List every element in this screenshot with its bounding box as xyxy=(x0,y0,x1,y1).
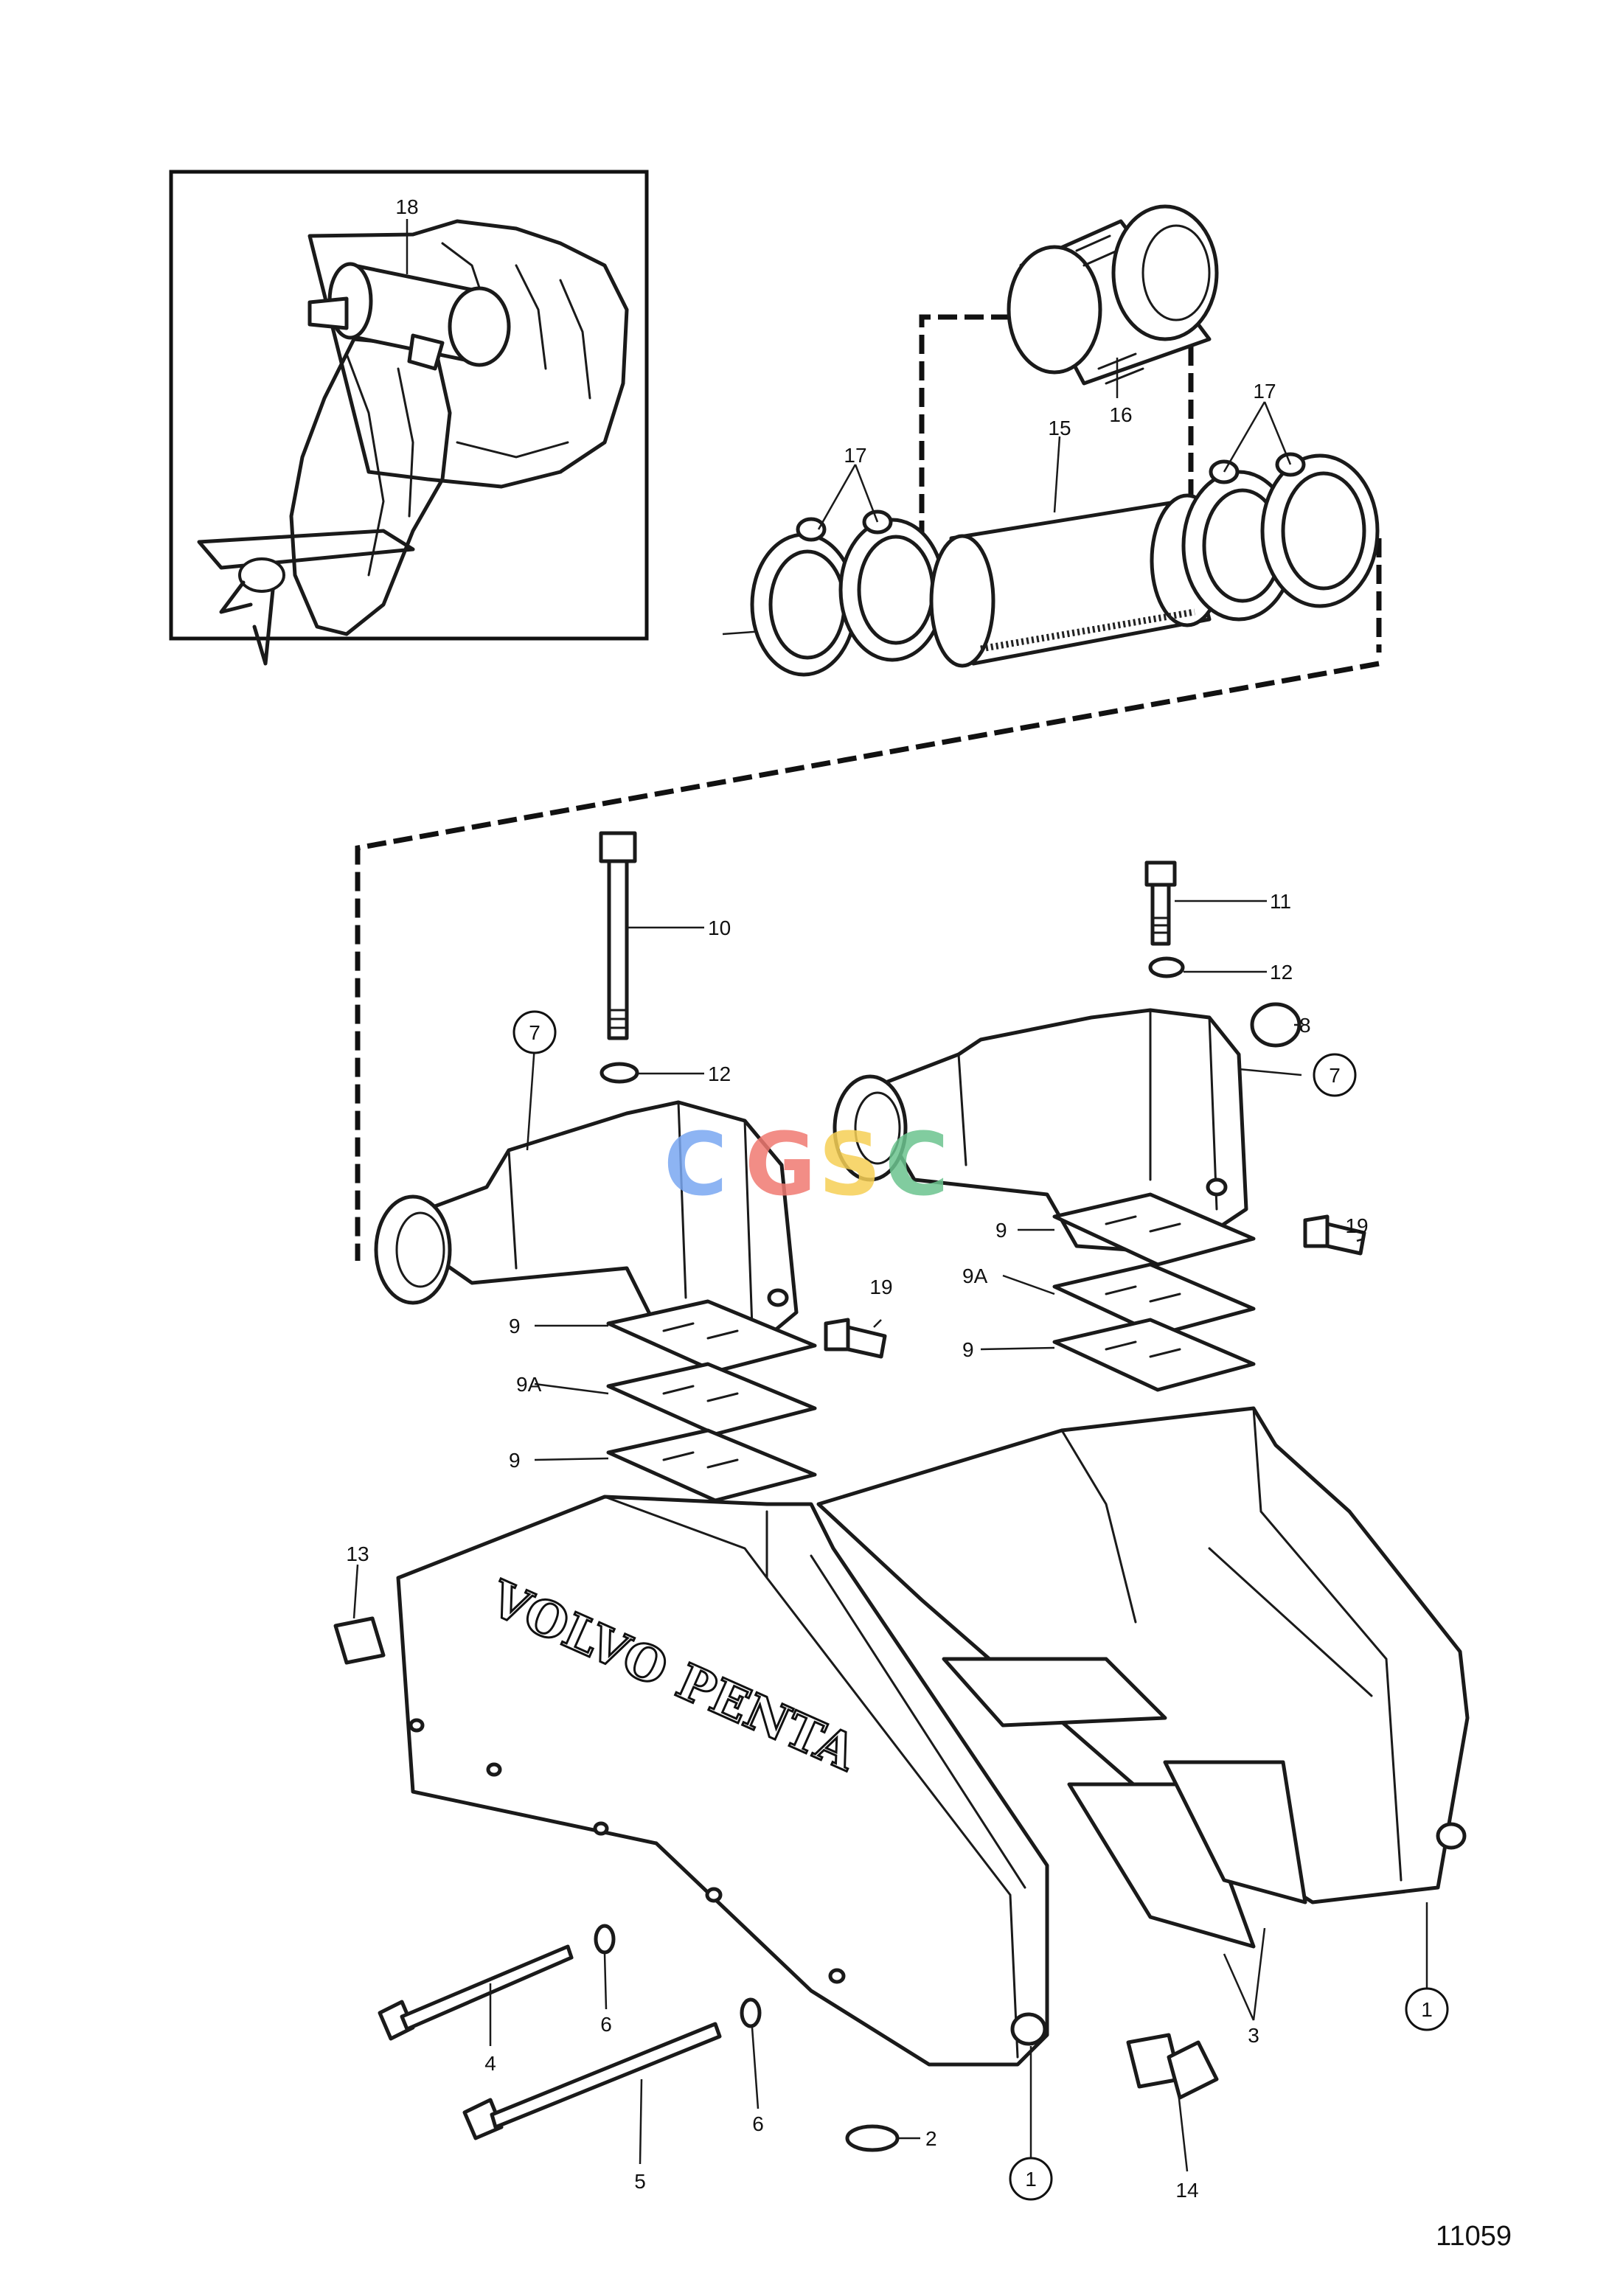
hose-clamp-left-part-17 xyxy=(750,509,946,677)
exhaust-elbow-part-7-left xyxy=(374,1100,799,1351)
label-13: 13 xyxy=(346,1542,369,1565)
inset-view xyxy=(169,170,649,666)
sensor-screw-part-19-right xyxy=(1303,1214,1366,1256)
left-elbow-assembly xyxy=(374,831,887,1503)
label-7-right: 7 xyxy=(1329,1064,1341,1087)
label-18: 18 xyxy=(395,195,418,218)
label-9-left-a: 9 xyxy=(509,1315,521,1337)
label-5: 5 xyxy=(634,2170,646,2193)
label-12-right: 12 xyxy=(1270,961,1293,984)
lock-washer-part-12 xyxy=(1148,956,1185,978)
exhaust-pipe-part-18 xyxy=(307,262,511,371)
screw-part-11 xyxy=(1144,860,1177,946)
label-10: 10 xyxy=(708,916,731,939)
label-6-b: 6 xyxy=(752,2112,764,2135)
watermark-letter-2: G xyxy=(745,1113,816,1215)
label-9A-left: 9A xyxy=(516,1373,542,1396)
label-15: 15 xyxy=(1048,417,1071,439)
label-9-left-b: 9 xyxy=(509,1449,521,1472)
label-19-right: 19 xyxy=(1345,1214,1368,1237)
watermark: C G S C xyxy=(664,1113,949,1215)
label-12-left: 12 xyxy=(708,1062,731,1085)
figure-number: 11059 xyxy=(1436,2221,1512,2252)
label-6-a: 6 xyxy=(600,2013,612,2036)
label-14: 14 xyxy=(1175,2179,1198,2202)
label-1-right: 1 xyxy=(1421,1998,1433,2021)
label-1-left: 1 xyxy=(1025,2168,1037,2191)
lock-washer-part-12-left xyxy=(599,1062,639,1084)
washer-part-6-b xyxy=(740,1997,762,2028)
callout-circle-7-left xyxy=(512,1010,557,1054)
label-8: 8 xyxy=(1299,1014,1311,1037)
label-2: 2 xyxy=(925,2127,937,2150)
bolt-part-4 xyxy=(378,1944,574,2041)
exhaust-manifold-rear-part-1 xyxy=(816,1406,1470,1904)
watermark-letter-4: C xyxy=(885,1113,949,1215)
label-17-left: 17 xyxy=(844,444,866,467)
gasket-stack-left xyxy=(606,1299,817,1503)
label-3: 3 xyxy=(1248,2024,1259,2047)
label-16: 16 xyxy=(1109,403,1132,426)
washer-part-6-a xyxy=(594,1924,616,1955)
callout-circle-1-left xyxy=(1009,2157,1053,2201)
hose-part-15 xyxy=(929,493,1225,668)
label-7-left: 7 xyxy=(529,1021,541,1044)
sensor-screw-part-19-left xyxy=(824,1318,887,1359)
manifold-gaskets-part-3 xyxy=(942,1657,1307,1949)
gasket-stack-right xyxy=(1052,1192,1256,1392)
watermark-letter-1: C xyxy=(664,1113,728,1215)
leader-lines xyxy=(352,219,1428,2172)
part-labels: 18 17 17 15 16 10 11 12 12 8 7 7 19 19 9… xyxy=(346,195,1449,2202)
label-19-left: 19 xyxy=(869,1276,892,1298)
watermark-letter-3: S xyxy=(819,1113,881,1215)
right-elbow-assembly xyxy=(833,860,1366,1392)
label-11: 11 xyxy=(1270,890,1291,913)
label-9A-right: 9A xyxy=(962,1264,988,1287)
label-9-right-b: 9 xyxy=(962,1338,974,1361)
screw-part-10 xyxy=(599,831,637,1040)
callout-circle-7-right xyxy=(1313,1053,1357,1097)
plug-part-8 xyxy=(1250,1002,1301,1048)
bellows-part-16 xyxy=(1007,204,1219,386)
label-9-right-a: 9 xyxy=(995,1219,1007,1242)
connection-dashed-line xyxy=(355,661,1380,1261)
drain-plug-part-13 xyxy=(333,1616,386,1665)
plug-part-2 xyxy=(845,2124,900,2152)
upper-hose-assembly xyxy=(722,204,1382,677)
callout-circle-1-right xyxy=(1405,1987,1449,2031)
elbow-fitting-part-14 xyxy=(1126,2033,1219,2100)
label-4: 4 xyxy=(484,2052,496,2075)
hose-clamp-right-part-17 xyxy=(1181,452,1380,622)
bolt-part-5 xyxy=(462,2022,722,2140)
label-17-right: 17 xyxy=(1253,380,1276,403)
exhaust-manifold-front-part-1: VOLVO PENTA xyxy=(396,1495,1049,2067)
